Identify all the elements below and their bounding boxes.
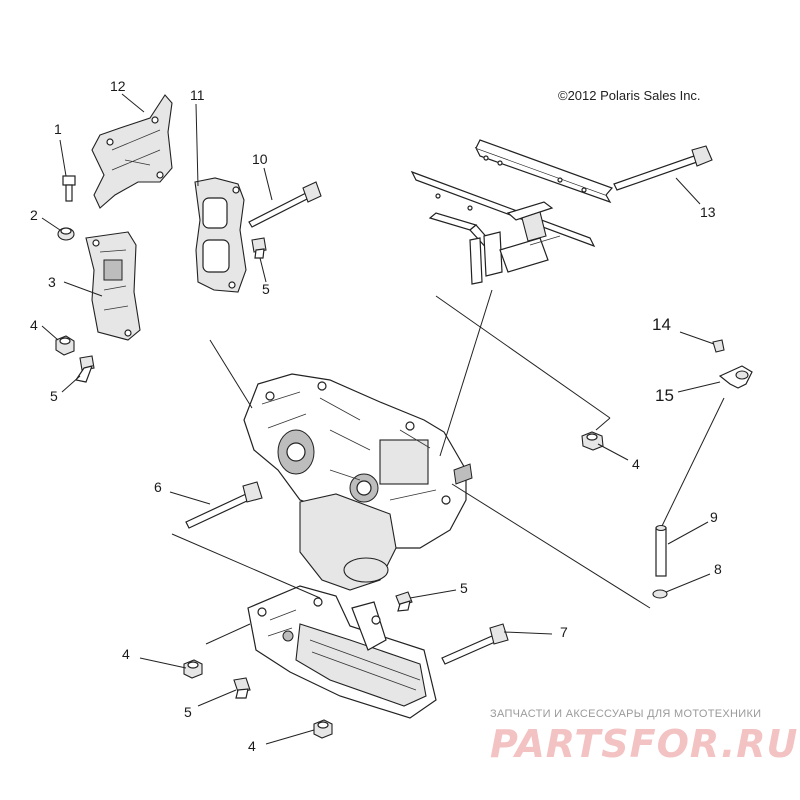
part-1-bolt bbox=[62, 175, 76, 202]
callout-7: 7 bbox=[560, 624, 568, 640]
callout-12: 12 bbox=[110, 78, 126, 94]
callout-4d: 4 bbox=[248, 738, 256, 754]
callout-4c: 4 bbox=[122, 646, 130, 662]
callout-labels: 1 2 3 4 5 12 11 10 5 13 14 15 4 6 9 8 5 … bbox=[30, 78, 722, 754]
callout-8: 8 bbox=[714, 561, 722, 577]
part-11-mount bbox=[194, 177, 247, 293]
callout-14: 14 bbox=[652, 315, 671, 334]
callout-5a: 5 bbox=[50, 388, 58, 404]
callout-4b: 4 bbox=[632, 456, 640, 472]
lower-frame bbox=[247, 585, 437, 719]
part-10-bolt bbox=[248, 181, 322, 228]
watermark-subtitle: ЗАПЧАСТИ И АКСЕССУАРЫ ДЛЯ МОТОТЕХНИКИ bbox=[490, 708, 761, 720]
callout-5d: 5 bbox=[184, 704, 192, 720]
copyright-text: ©2012 Polaris Sales Inc. bbox=[558, 88, 701, 103]
callout-4a: 4 bbox=[30, 317, 38, 333]
part-5-bolt-c bbox=[395, 591, 413, 612]
part-12-bracket bbox=[91, 94, 173, 209]
part-7-bolt bbox=[441, 623, 509, 665]
part-15-clamp bbox=[718, 365, 753, 389]
part-4-nut-d bbox=[313, 719, 333, 739]
watermark-brand: PARTSFOR.RU bbox=[490, 722, 798, 766]
part-8-clip bbox=[652, 589, 668, 599]
callout-3: 3 bbox=[48, 274, 56, 290]
part-2-nut bbox=[57, 227, 75, 241]
part-13-bolt bbox=[613, 145, 713, 191]
callout-13: 13 bbox=[700, 204, 716, 220]
callout-5c: 5 bbox=[460, 580, 468, 596]
callout-10: 10 bbox=[252, 151, 268, 167]
frame-rails bbox=[410, 139, 614, 285]
watermark: ЗАПЧАСТИ И АКСЕССУАРЫ ДЛЯ МОТОТЕХНИКИ PA… bbox=[490, 708, 798, 766]
leader-lines bbox=[41, 93, 725, 745]
callout-1: 1 bbox=[54, 121, 62, 137]
engine-transmission bbox=[243, 373, 473, 591]
part-5-bolt-a bbox=[75, 355, 95, 383]
part-9-pin bbox=[655, 524, 667, 577]
callout-6: 6 bbox=[154, 479, 162, 495]
part-3-mount bbox=[85, 231, 141, 341]
callout-2: 2 bbox=[30, 207, 38, 223]
part-5-bolt-b bbox=[251, 237, 267, 259]
callout-5b: 5 bbox=[262, 281, 270, 297]
callout-15: 15 bbox=[655, 386, 674, 405]
part-14-clip bbox=[712, 339, 725, 353]
part-6-bolt bbox=[185, 481, 263, 529]
part-4-nut-c bbox=[183, 659, 203, 679]
part-4-nut-a bbox=[55, 335, 75, 356]
callout-11: 11 bbox=[190, 87, 205, 103]
part-5-bolt-d bbox=[233, 677, 251, 699]
callout-9: 9 bbox=[710, 509, 718, 525]
part-4-nut-b bbox=[581, 431, 604, 451]
